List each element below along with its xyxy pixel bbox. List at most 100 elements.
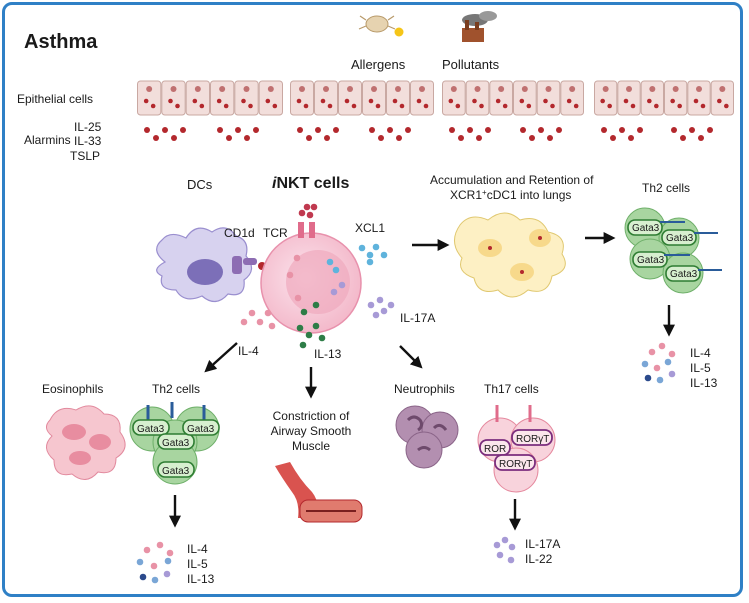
epithelial-nucleus <box>521 86 528 92</box>
right-cytokine-dots <box>641 342 676 384</box>
gata3-r2: Gata3 <box>666 233 694 244</box>
alarmin-dot <box>387 127 393 133</box>
epithelial-nucleus <box>450 86 457 92</box>
gata3-b1: Gata3 <box>137 424 165 435</box>
tcr-label: TCR <box>263 226 288 240</box>
alarmin-dot <box>698 135 704 141</box>
alarmin-dots <box>144 127 713 141</box>
intracellular-alarmin <box>502 103 508 109</box>
cytokine-dot <box>496 551 504 559</box>
inkt-cell <box>260 222 362 334</box>
cytokine-dot <box>664 358 672 366</box>
epithelial-nucleus <box>498 86 505 92</box>
intracellular-alarmin <box>550 103 555 109</box>
neutrophils-label: Neutrophils <box>394 382 455 396</box>
cytokine-dot <box>264 309 272 317</box>
cytokine-dot <box>310 203 318 211</box>
accumulation-line2: XCR1+cDC1 into lungs <box>450 188 571 203</box>
intracellular-alarmin <box>677 103 682 109</box>
cytokine-dot <box>376 296 384 304</box>
gata3-b2: Gata3 <box>162 438 190 449</box>
granule <box>300 308 308 316</box>
epithelial-nucleus <box>243 86 250 92</box>
alarmin-dot <box>485 127 491 133</box>
epithelial-cells-label: Epithelial cells <box>17 92 93 106</box>
cytokine-dot <box>318 334 326 342</box>
cytokine-dot <box>366 258 374 266</box>
granule <box>312 301 320 309</box>
inkt-i: i <box>272 175 277 192</box>
alarmin-dot <box>405 127 411 133</box>
alarmin-il25: IL-25 <box>74 120 102 134</box>
secreted-cytokines <box>240 203 395 349</box>
granule <box>330 288 338 296</box>
bottom-th2-label: Th2 cells <box>152 382 200 396</box>
alarmin-dot <box>144 127 150 133</box>
intracellular-alarmin <box>241 98 246 104</box>
alarmin-dot <box>707 127 713 133</box>
intracellular-alarmin <box>654 103 659 109</box>
alarmins-label: Alarmins <box>24 133 71 147</box>
cytokine-dot <box>164 557 172 565</box>
alarmin-dot <box>628 135 634 141</box>
alarmin-dot <box>529 135 535 141</box>
intracellular-alarmin <box>368 98 374 104</box>
epithelial-nucleus <box>545 86 552 92</box>
cytokine-dot <box>248 309 256 317</box>
epithelial-nucleus <box>719 86 726 92</box>
constriction-line1: Constriction of <box>273 409 350 423</box>
alarmin-dot <box>458 135 464 141</box>
intracellular-alarmin <box>717 98 722 104</box>
intracellular-alarmin <box>600 98 605 104</box>
cytokine-dot <box>507 556 515 564</box>
alarmin-dot <box>226 135 232 141</box>
bottom-cytokine-il13: IL-13 <box>187 572 215 586</box>
right-cytokine-il5: IL-5 <box>690 361 711 375</box>
epithelium-layer <box>137 80 735 116</box>
rorgt-b2: RORγT <box>516 434 549 445</box>
cytokine-dot <box>156 541 164 549</box>
inkt-rest: NKT cells <box>276 175 349 192</box>
intracellular-alarmin <box>199 103 205 109</box>
dust-mite-icon <box>358 15 396 33</box>
th17-cytokine-il17a: IL-17A <box>525 537 560 551</box>
gata3-b3: Gata3 <box>187 424 215 435</box>
intracellular-alarmin <box>700 103 706 109</box>
accumulation-line1: Accumulation and Retention of <box>430 173 594 187</box>
intracellular-alarmin <box>223 103 229 109</box>
epithelial-nucleus <box>323 86 329 92</box>
cytokine-dot <box>372 243 380 251</box>
pollutants-label: Pollutants <box>442 57 500 72</box>
intracellular-alarmin <box>423 103 429 109</box>
alarmin-dot <box>297 127 303 133</box>
cytokine-dot <box>151 576 159 584</box>
cytokine-dot <box>136 558 144 566</box>
th17-label: Th17 cells <box>484 382 539 396</box>
cytokine-dot <box>653 364 661 372</box>
intracellular-alarmin <box>272 103 278 109</box>
alarmin-dot <box>315 127 321 133</box>
bottom-th2-cluster: Gata3 Gata3 Gata3 Gata3 <box>129 402 220 485</box>
cytokine-dot <box>641 360 649 368</box>
alarmin-dot <box>235 127 241 133</box>
alarmin-dot <box>476 135 482 141</box>
epithelial-nucleus <box>347 86 353 92</box>
cdc1-cluster <box>454 212 566 298</box>
cytokine-dot <box>380 307 388 315</box>
cytokine-dot <box>668 350 676 358</box>
intracellular-alarmin <box>344 98 350 104</box>
intracellular-alarmin <box>573 103 579 109</box>
cytokine-dot <box>648 348 656 356</box>
alarmin-dot <box>378 135 384 141</box>
alarmin-dot <box>610 135 616 141</box>
alarmin-dot <box>556 127 562 133</box>
cytokine-dot <box>296 324 304 332</box>
alarmin-dot <box>619 127 625 133</box>
constriction-line3: Muscle <box>292 439 330 453</box>
alarmin-dot <box>217 127 223 133</box>
intracellular-alarmin <box>150 103 156 109</box>
epithelial-nucleus <box>569 86 576 92</box>
alarmin-dot <box>467 127 473 133</box>
th17-cytokine-il22: IL-22 <box>525 552 553 566</box>
granule <box>286 271 294 279</box>
